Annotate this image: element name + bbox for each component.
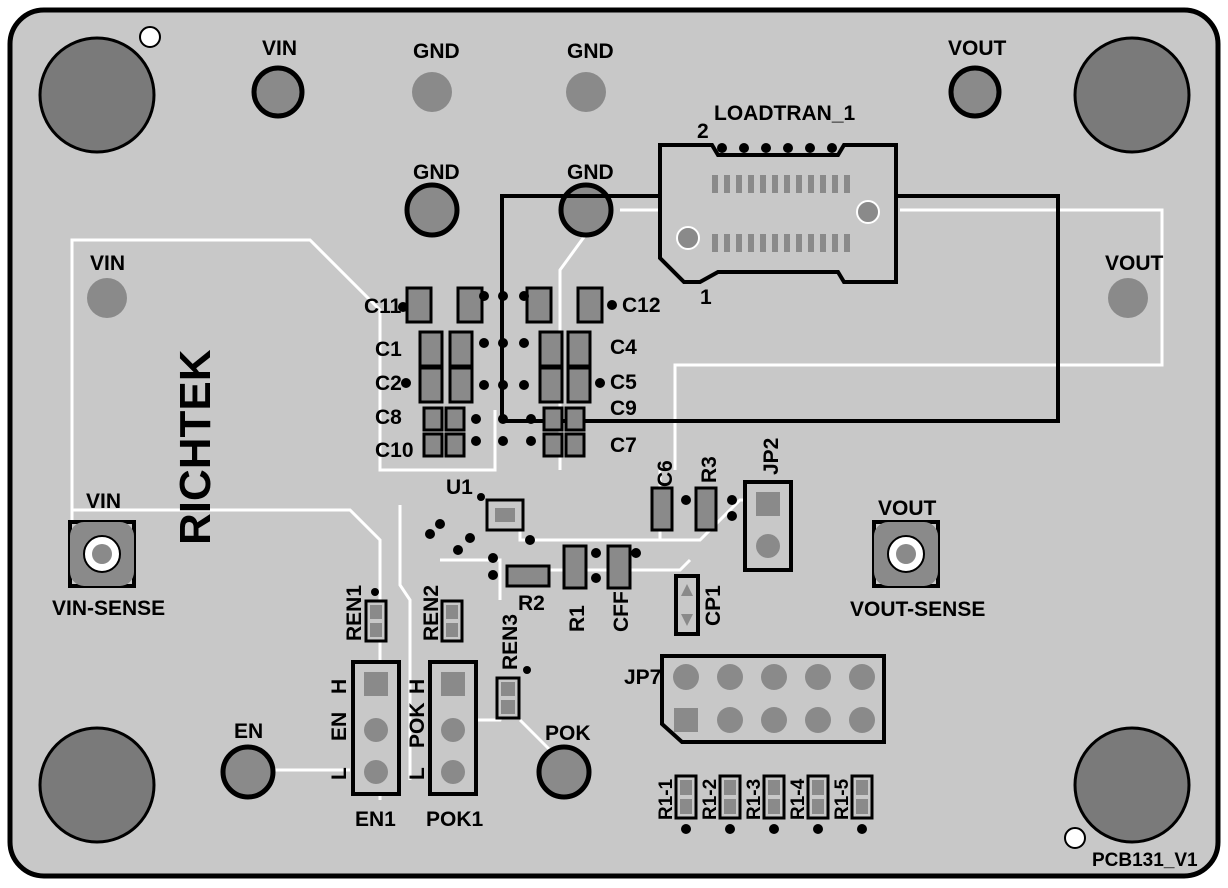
u1-label: U1 (446, 476, 473, 499)
vout-right-label: VOUT (1105, 252, 1164, 275)
c9-label: C9 (610, 397, 637, 420)
en-label: EN (234, 720, 263, 743)
board-outline (7, 7, 1221, 879)
fiducial-top (139, 26, 161, 48)
c12-label: C12 (622, 294, 661, 317)
c11-label: C11 (364, 295, 402, 318)
vout-top-label: VOUT (948, 37, 1007, 60)
jp7-label: JP7 (624, 666, 661, 689)
loadtran-label: LOADTRAN_1 (714, 102, 855, 125)
ren3-label: REN3 (499, 614, 522, 670)
cff-label: CFF (610, 591, 633, 632)
vout-top-pad (948, 65, 1002, 119)
cp1-label: CP1 (702, 585, 725, 626)
loadtran-connector (658, 143, 898, 284)
r2-label: R2 (518, 592, 545, 615)
vout-sense-label: VOUT-SENSE (850, 598, 985, 621)
pok-label: POK (545, 722, 591, 745)
pok1-l-label: L (406, 767, 429, 780)
ren2-label: REN2 (420, 585, 443, 641)
en1-l-label: L (328, 767, 351, 780)
c10-label: C10 (375, 439, 414, 462)
mounting-hole-top-right (1073, 36, 1191, 154)
r1-1-label: R1-1 (656, 778, 677, 820)
gnd-mid-1-label: GND (413, 161, 460, 184)
gnd-mid-2-label: GND (567, 161, 614, 184)
ren1-label: REN1 (343, 585, 366, 641)
vout-right-pad (1108, 278, 1148, 318)
gnd-top-2-label: GND (567, 40, 614, 63)
mounting-hole-bottom-left (38, 726, 156, 844)
cp1-part (674, 574, 700, 636)
capacitor-array (405, 286, 604, 458)
pok1-h-label: H (406, 679, 429, 694)
gnd-mid-2-pad (558, 182, 614, 238)
pok1-pok-label: POK (406, 702, 429, 748)
richtek-logo: RICHTEK (171, 349, 220, 545)
r1-5-label: R1-5 (832, 778, 853, 820)
en1-h-label: H (328, 679, 351, 694)
c6-label: C6 (654, 460, 677, 487)
r1-4-label: R1-4 (788, 778, 809, 820)
r3-label: R3 (698, 456, 721, 483)
r1-2-label: R1-2 (700, 779, 721, 820)
en-pad (220, 744, 276, 800)
gnd-top-1-pad (412, 72, 452, 112)
c2-label: C2 (375, 372, 402, 395)
jp2-label: JP2 (760, 438, 783, 475)
loadtran-pin1-label: 1 (700, 286, 712, 309)
vin-left-label: VIN (90, 252, 125, 275)
cff-part (606, 544, 632, 590)
c8-label: C8 (375, 406, 402, 429)
loadtran-pin2-label: 2 (697, 120, 709, 143)
vin-sense-label: VIN-SENSE (52, 597, 165, 620)
c7-label: C7 (610, 434, 637, 457)
vin-left-pad (87, 278, 127, 318)
r3-part (694, 486, 718, 532)
pok-pad (536, 744, 592, 800)
r1-label: R1 (566, 605, 589, 632)
vin-sense-top-label: VIN (86, 490, 121, 513)
en1-label: EN1 (355, 808, 396, 831)
fiducial-bottom (1064, 827, 1086, 849)
en1-en-label: EN (328, 712, 351, 741)
mounting-hole-top-left (38, 36, 156, 154)
gnd-top-1-label: GND (413, 40, 460, 63)
gnd-mid-1-pad (404, 182, 460, 238)
vin-top-label: VIN (262, 37, 297, 60)
r2-part (505, 564, 551, 588)
c6-part (650, 486, 674, 532)
vout-sense-top-label: VOUT (878, 497, 937, 520)
vin-top-pad (251, 65, 305, 119)
gnd-top-2-pad (566, 72, 606, 112)
u1-chip (477, 493, 525, 532)
r1-3-label: R1-3 (744, 779, 765, 820)
pok1-label: POK1 (426, 808, 484, 831)
c4-label: C4 (610, 336, 637, 359)
r1-part (562, 544, 588, 590)
board-version-label: PCB131_V1 (1092, 850, 1198, 871)
c5-label: C5 (610, 371, 637, 394)
c1-label: C1 (375, 338, 402, 361)
mounting-hole-bottom-right (1073, 726, 1191, 844)
